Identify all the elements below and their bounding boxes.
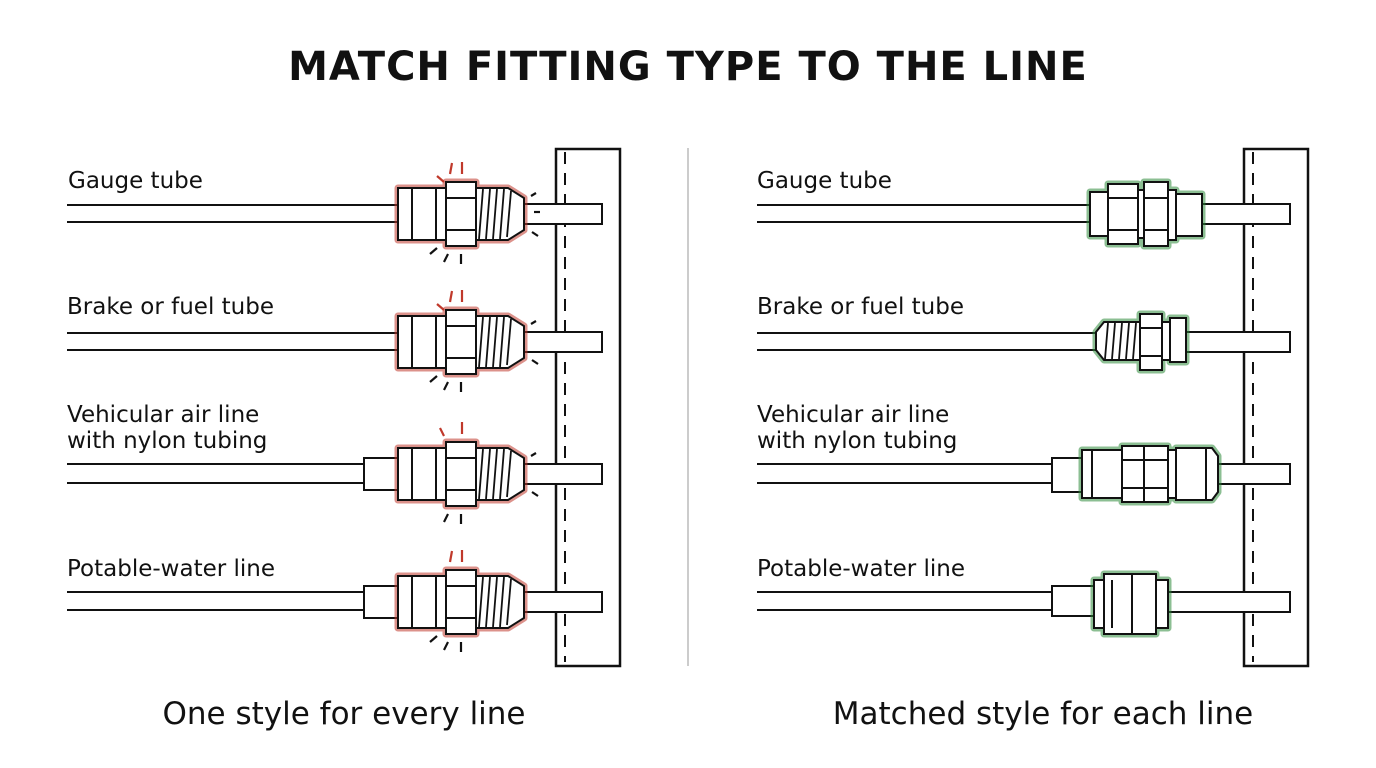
flare-fitting-brake [394,290,539,392]
right-row-label-water: Potable-water line [757,556,966,582]
tube-line [757,463,1052,484]
tube-line [757,591,1052,611]
tube-line [757,204,1092,223]
right-tubes [757,204,1096,611]
push-to-connect-fitting-air [1051,442,1222,506]
left-manifold [554,147,622,668]
right-fittings [1051,178,1222,638]
left-row-label-brake: Brake or fuel tube [67,294,274,320]
tube-line [67,463,364,484]
flare-fitting-water [363,550,528,652]
left-row-label-air: Vehicular air line with nylon tubing [67,402,268,454]
left-panel-caption: One style for every line [162,696,526,732]
right-row-label-air: Vehicular air line with nylon tubing [757,402,958,454]
tube-line [67,332,400,351]
tube-line [67,591,364,611]
left-row-label-water: Potable-water line [67,556,276,582]
flare-fitting-air [363,422,539,524]
left-tubes [67,204,400,611]
inverted-flare-fitting-brake [1092,310,1190,374]
push-fit-fitting-water [1051,570,1172,638]
diagram-title: MATCH FITTING TYPE TO THE LINE [288,44,1088,90]
tube-line [67,204,400,223]
right-panel-caption: Matched style for each line [832,696,1254,732]
flare-fitting-gauge [394,162,540,264]
left-row-label-gauge: Gauge tube [68,168,203,194]
right-manifold [1242,147,1310,668]
left-fittings [363,162,540,652]
tube-line [757,332,1096,351]
right-row-label-gauge: Gauge tube [757,168,892,194]
right-row-label-brake: Brake or fuel tube [757,294,964,320]
compression-fitting-gauge [1086,178,1206,250]
